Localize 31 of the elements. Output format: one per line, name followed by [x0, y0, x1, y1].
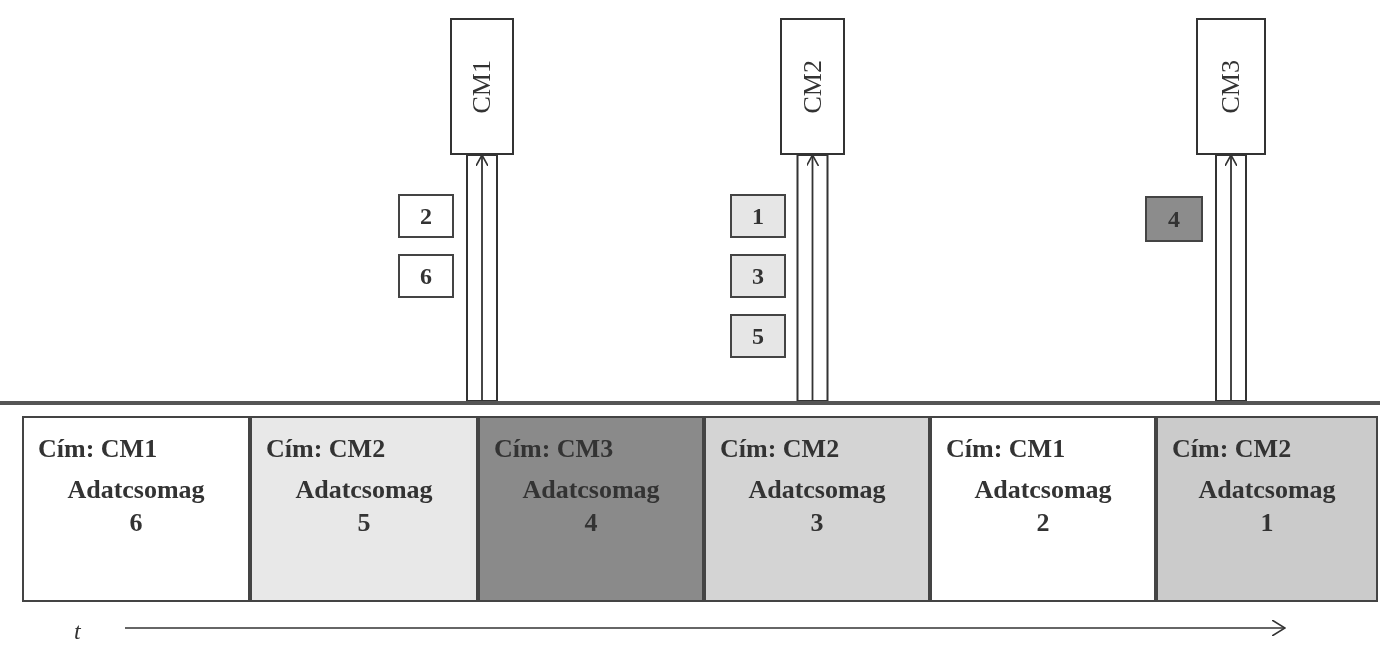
packet-text: Adatcsomag 5 — [294, 474, 434, 539]
address-text: Cím: CM2 — [720, 434, 840, 464]
packet-cell — [1156, 416, 1378, 602]
module-box: CM1 — [450, 18, 514, 155]
time-axis-label: t — [74, 618, 81, 645]
packet-text: Adatcsomag 2 — [973, 474, 1113, 539]
double-line-arrow — [466, 154, 498, 402]
address-text: Cím: CM2 — [266, 434, 386, 464]
module-box: CM3 — [1196, 18, 1266, 155]
packet-number-box: 6 — [398, 254, 454, 298]
module-box: CM2 — [780, 18, 845, 155]
double-line-arrow — [1215, 154, 1247, 402]
address-text: Cím: CM1 — [38, 434, 158, 464]
double-line-arrow — [796, 154, 829, 402]
packet-text: Adatcsomag 4 — [521, 474, 661, 539]
packet-cell — [930, 416, 1156, 602]
address-text: Cím: CM2 — [1172, 434, 1292, 464]
packet-number-box: 5 — [730, 314, 786, 358]
packet-cell — [704, 416, 930, 602]
address-text: Cím: CM3 — [494, 434, 614, 464]
packet-cell — [22, 416, 250, 602]
packet-number-box: 2 — [398, 194, 454, 238]
address-text: Cím: CM1 — [946, 434, 1066, 464]
packet-text: Adatcsomag 1 — [1197, 474, 1337, 539]
packet-number-box: 3 — [730, 254, 786, 298]
packet-number-box: 4 — [1145, 196, 1203, 242]
packet-cell — [250, 416, 478, 602]
packet-cell — [478, 416, 704, 602]
packet-text: Adatcsomag 6 — [66, 474, 206, 539]
packet-number-box: 1 — [730, 194, 786, 238]
packet-text: Adatcsomag 3 — [747, 474, 887, 539]
